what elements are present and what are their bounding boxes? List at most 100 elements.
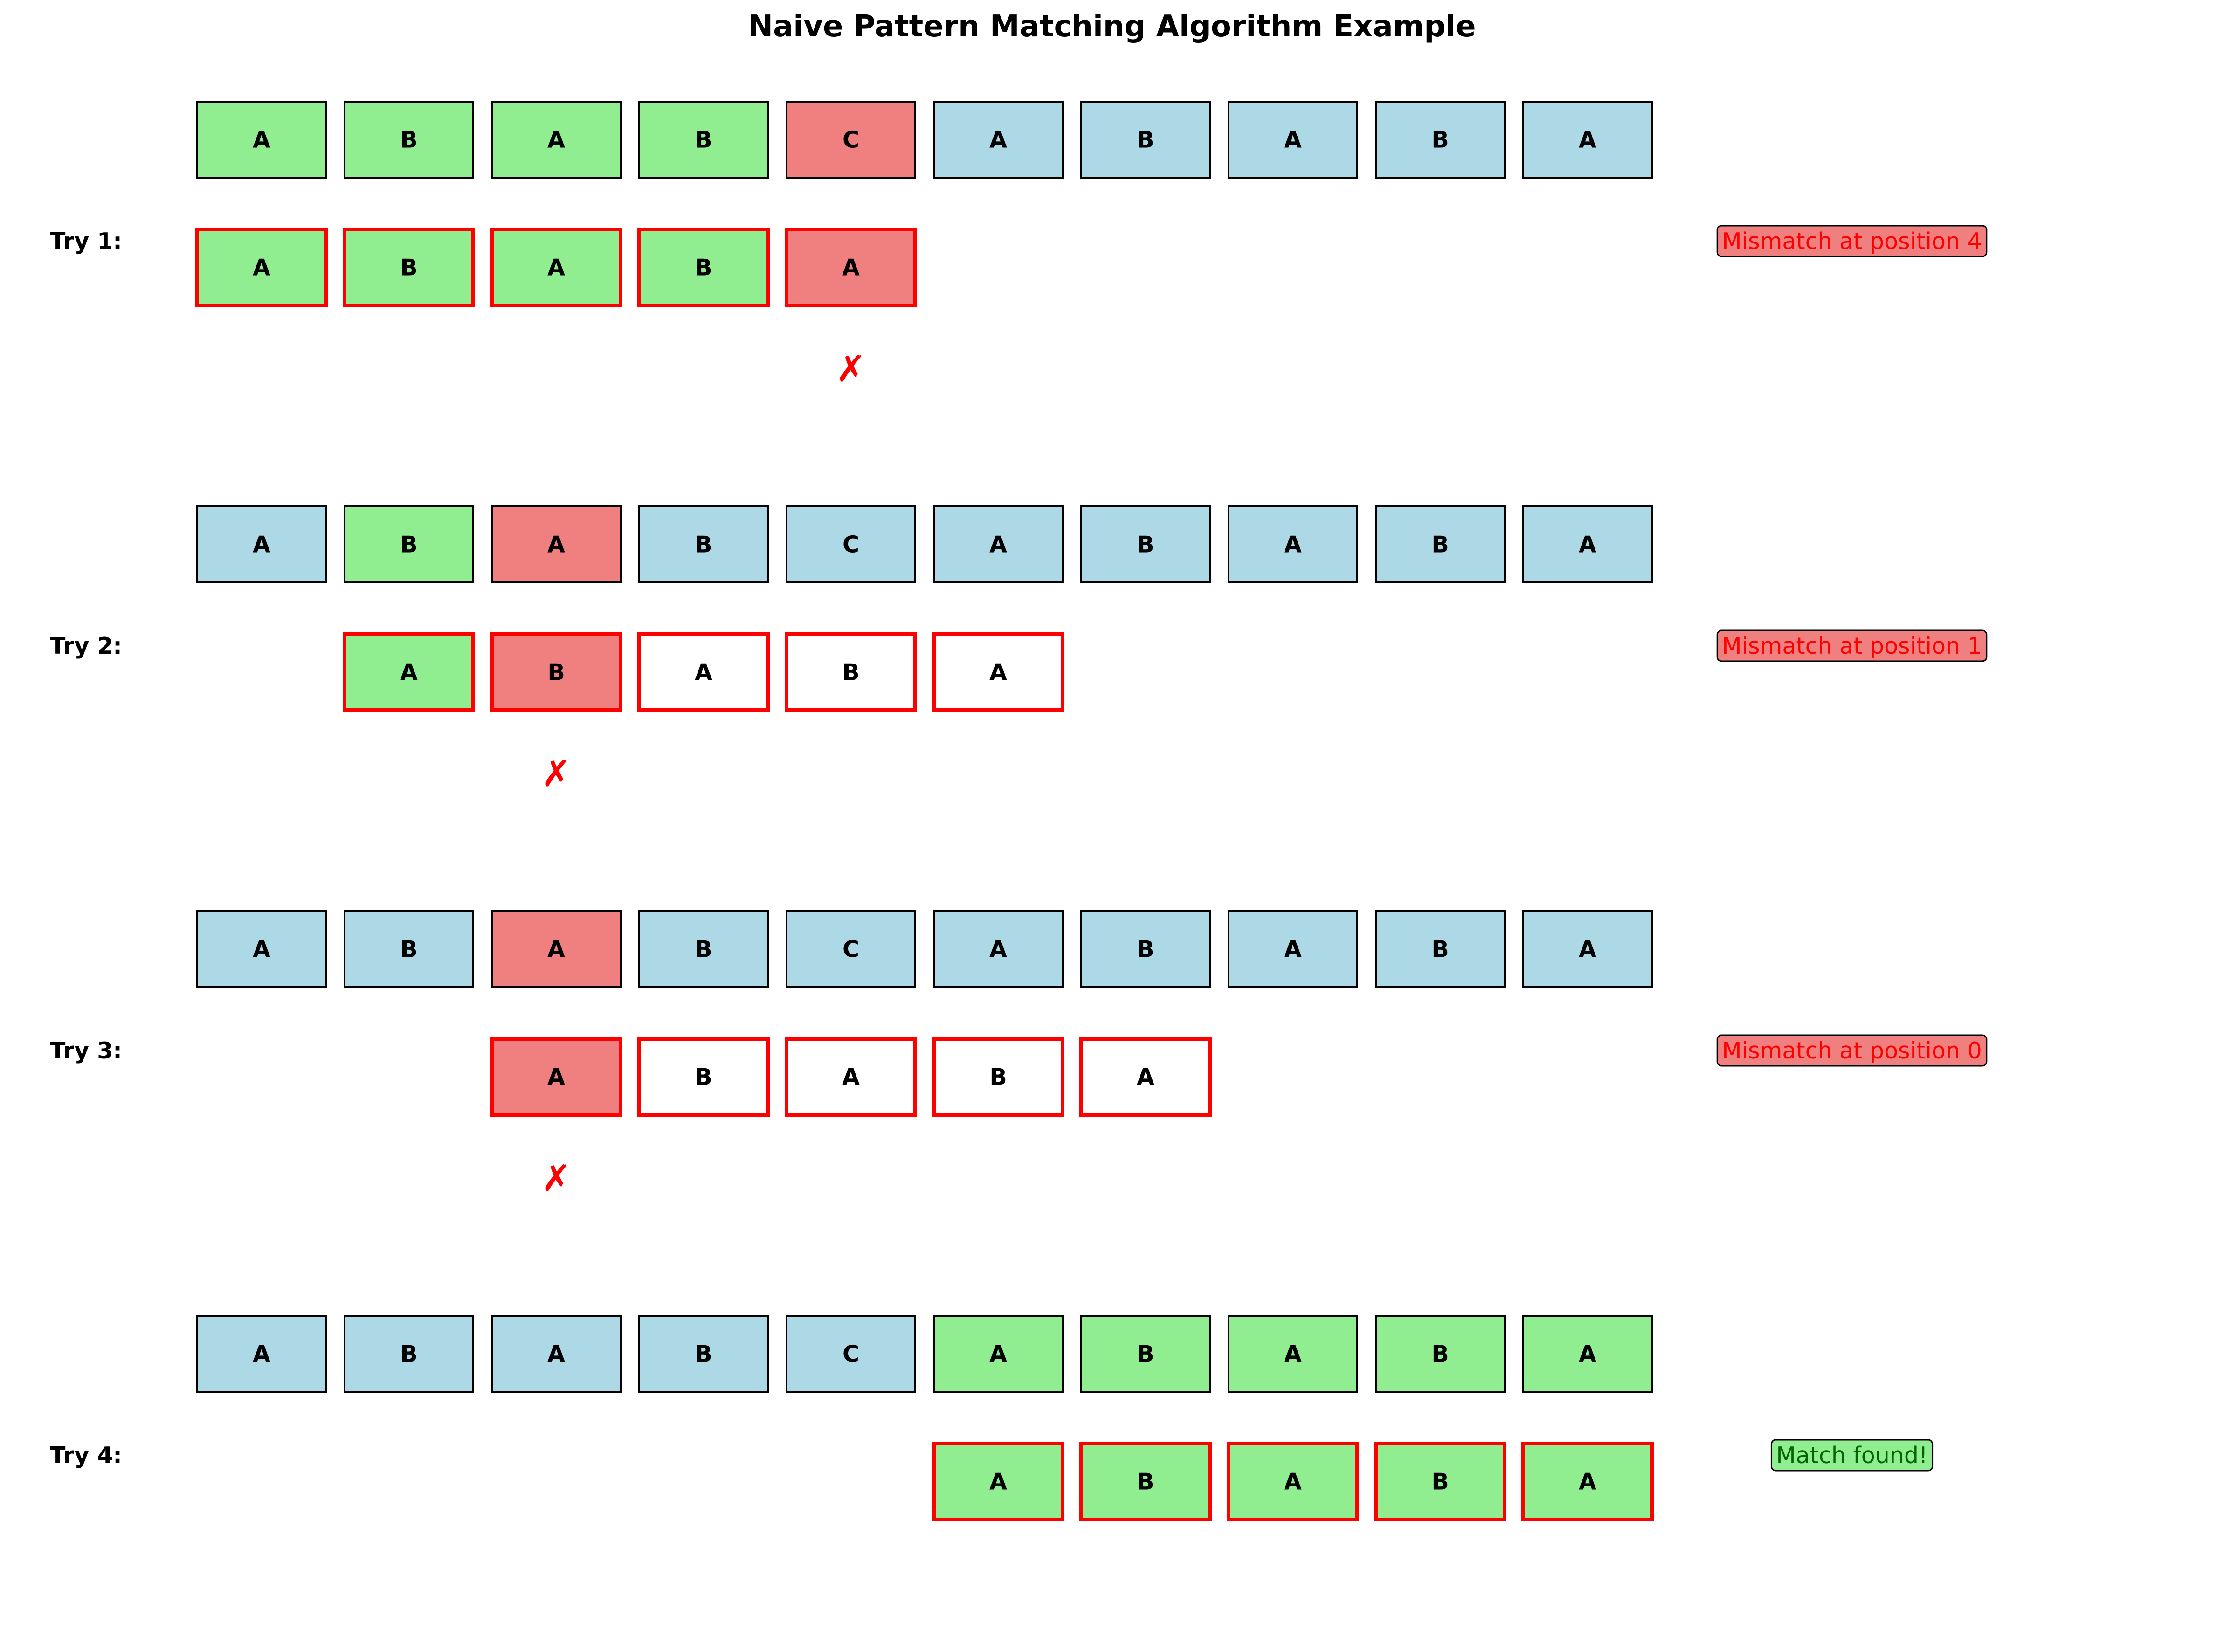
text-cell-unmatched xyxy=(933,910,1064,988)
pattern-cell-empty xyxy=(785,1037,917,1117)
text-cell-unmatched xyxy=(344,910,474,988)
pattern-char: B xyxy=(842,659,859,686)
pattern-char: A xyxy=(989,1469,1007,1495)
status-text: Mismatch at position 4 xyxy=(1722,228,1982,255)
text-char: B xyxy=(400,532,417,558)
status-badge: Mismatch at position 0 xyxy=(1716,1034,1988,1067)
pattern-cell-match xyxy=(490,228,622,307)
pattern-char: A xyxy=(842,255,860,281)
pattern-cell-empty xyxy=(785,632,917,712)
text-char: B xyxy=(695,127,712,153)
pattern-char: B xyxy=(547,659,565,686)
text-char: C xyxy=(843,127,859,153)
status-badge-box xyxy=(1716,629,1988,662)
text-char: B xyxy=(695,1341,712,1368)
pattern-cell-mismatch xyxy=(785,228,917,307)
text-char: A xyxy=(547,936,565,963)
mismatch-cross-icon: ✗ xyxy=(836,348,866,390)
text-char: A xyxy=(1284,532,1302,558)
pattern-char: A xyxy=(989,659,1007,686)
mismatch-cross-icon: ✗ xyxy=(541,1158,571,1200)
text-cell-unmatched xyxy=(1522,505,1653,583)
text-char: B xyxy=(1431,936,1449,963)
diagram-title: Naive Pattern Matching Algorithm Example xyxy=(748,9,1476,44)
pattern-char: B xyxy=(989,1064,1007,1091)
pattern-char: B xyxy=(1137,1469,1154,1495)
mismatch-cross-icon: ✗ xyxy=(541,753,571,795)
text-char: B xyxy=(1137,127,1154,153)
text-cell-unmatched xyxy=(344,1315,474,1393)
text-cell-unmatched xyxy=(491,1315,622,1393)
pattern-cell-match xyxy=(195,228,328,307)
pattern-char: A xyxy=(547,1064,565,1091)
text-char: A xyxy=(1579,1341,1596,1368)
text-char: A xyxy=(547,127,565,153)
text-cell-unmatched xyxy=(1375,910,1506,988)
text-cell-unmatched xyxy=(1522,910,1653,988)
text-char: A xyxy=(547,1341,565,1368)
pattern-char: B xyxy=(695,1064,712,1091)
text-char: C xyxy=(843,1341,859,1368)
try-label: Try 1: xyxy=(50,228,122,255)
text-cell-match xyxy=(196,101,327,179)
text-cell-unmatched xyxy=(786,1315,916,1393)
text-char: B xyxy=(1431,127,1449,153)
text-cell-unmatched xyxy=(1375,505,1506,583)
try-label: Try 2: xyxy=(50,633,122,659)
pattern-char: A xyxy=(695,659,712,686)
pattern-cell-empty xyxy=(932,632,1064,712)
text-char: A xyxy=(1579,532,1596,558)
text-cell-unmatched xyxy=(1080,101,1211,179)
pattern-char: B xyxy=(400,255,417,281)
text-char: A xyxy=(253,532,270,558)
pattern-cell-mismatch xyxy=(490,1037,622,1117)
text-char: A xyxy=(989,127,1007,153)
text-char: C xyxy=(843,936,859,963)
status-badge-box xyxy=(1716,1034,1988,1067)
status-badge-box xyxy=(1716,225,1988,257)
text-char: A xyxy=(989,1341,1007,1368)
text-char: A xyxy=(547,532,565,558)
pattern-cell-mismatch xyxy=(490,632,622,712)
text-cell-unmatched xyxy=(1228,101,1358,179)
tries-container: A B A B C A B A B A Try 1: A B A B A ✗ Mismatch at positi… xyxy=(50,101,1988,1521)
try-label: Try 4: xyxy=(50,1442,122,1469)
text-cell-match xyxy=(344,505,474,583)
pattern-char: A xyxy=(400,659,418,686)
status-badge-box xyxy=(1770,1439,1934,1472)
text-char: B xyxy=(400,127,417,153)
text-char: B xyxy=(1137,936,1154,963)
pattern-char: A xyxy=(842,1064,860,1091)
text-char: A xyxy=(1579,127,1596,153)
pattern-cell-match xyxy=(343,632,475,712)
text-cell-match xyxy=(1522,1315,1653,1393)
text-cell-unmatched xyxy=(638,1315,769,1393)
status-text: Mismatch at position 0 xyxy=(1722,1037,1982,1064)
text-cell-unmatched xyxy=(933,101,1064,179)
text-cell-match xyxy=(1080,1315,1211,1393)
text-char: B xyxy=(1431,532,1449,558)
text-cell-mismatch xyxy=(491,505,622,583)
text-cell-unmatched xyxy=(638,505,769,583)
text-cell-unmatched xyxy=(196,505,327,583)
text-char: A xyxy=(253,127,270,153)
text-char: B xyxy=(1137,1341,1154,1368)
try-label: Try 3: xyxy=(50,1037,122,1064)
text-char: A xyxy=(989,532,1007,558)
text-cell-match xyxy=(933,1315,1064,1393)
text-cell-mismatch xyxy=(491,910,622,988)
text-cell-unmatched xyxy=(1228,505,1358,583)
status-badge: Match found! xyxy=(1770,1439,1934,1472)
pattern-char: A xyxy=(1137,1064,1154,1091)
text-cell-unmatched xyxy=(1080,910,1211,988)
status-text: Mismatch at position 1 xyxy=(1722,633,1982,659)
text-char: B xyxy=(695,936,712,963)
text-cell-match xyxy=(491,101,622,179)
text-char: B xyxy=(695,532,712,558)
text-cell-unmatched xyxy=(786,910,916,988)
pattern-cell-match xyxy=(343,228,475,307)
pattern-char: A xyxy=(547,255,565,281)
text-cell-unmatched xyxy=(1522,101,1653,179)
text-char: B xyxy=(400,936,417,963)
